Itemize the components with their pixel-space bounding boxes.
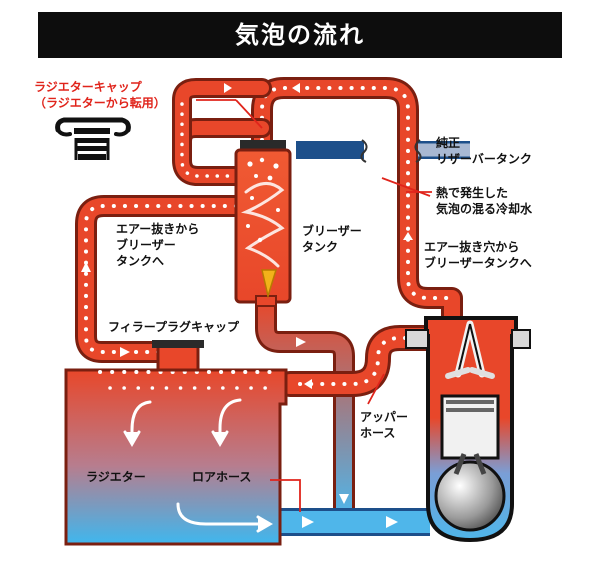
filler-plug-cap-label: フィラープラグキャップ — [108, 320, 240, 334]
breather-tank-label-1: ブリーザー — [302, 224, 362, 238]
filler-plug-cap — [152, 340, 204, 372]
diagram-title: 気泡の流れ — [235, 21, 365, 49]
pipe-upper-hose — [277, 325, 441, 397]
engine-block — [405, 316, 531, 543]
air-vent-label-2: ブリーザータンクへ — [424, 256, 532, 270]
breather-tank-label-2: タンク — [302, 240, 339, 254]
radiator-cap-label: ラジエターキャップ — [34, 80, 142, 94]
radiator — [64, 368, 288, 546]
reservoir-hose — [296, 139, 470, 163]
title-bar: 気泡の流れ — [38, 12, 562, 58]
radiator-flow-arrows — [123, 398, 273, 533]
breather-tank — [234, 140, 292, 307]
breather-air-label-2: ブリーザー — [116, 238, 176, 252]
breather-air-label-3: タンクへ — [116, 254, 165, 268]
flow-arrows — [81, 83, 413, 528]
coolant-bubbles-label-2: 気泡の混る冷却水 — [436, 202, 533, 216]
radiator-cap-icon — [55, 117, 131, 160]
pipe-left-loop — [75, 195, 249, 363]
coolant-bubbles-label-1: 熱で発生した — [436, 186, 509, 200]
lower-hose-label: ロアホース — [192, 470, 252, 484]
upper-hose-label-2: ホース — [360, 426, 396, 440]
reservoir-tank-label-2: リザーバータンク — [436, 152, 532, 166]
radiator-cap-note: （ラジエターから転用） — [34, 96, 166, 110]
air-vent-label-1: エアー抜き穴から — [424, 240, 520, 254]
leader-lines — [196, 99, 432, 512]
radiator-label: ラジエター — [86, 470, 146, 484]
upper-hose-label-1: アッパー — [360, 410, 409, 424]
breather-air-label-1: エアー抜きから — [116, 222, 200, 236]
pipe-cap-loop — [172, 78, 272, 186]
reservoir-tank-label-1: 純正 — [436, 136, 461, 150]
